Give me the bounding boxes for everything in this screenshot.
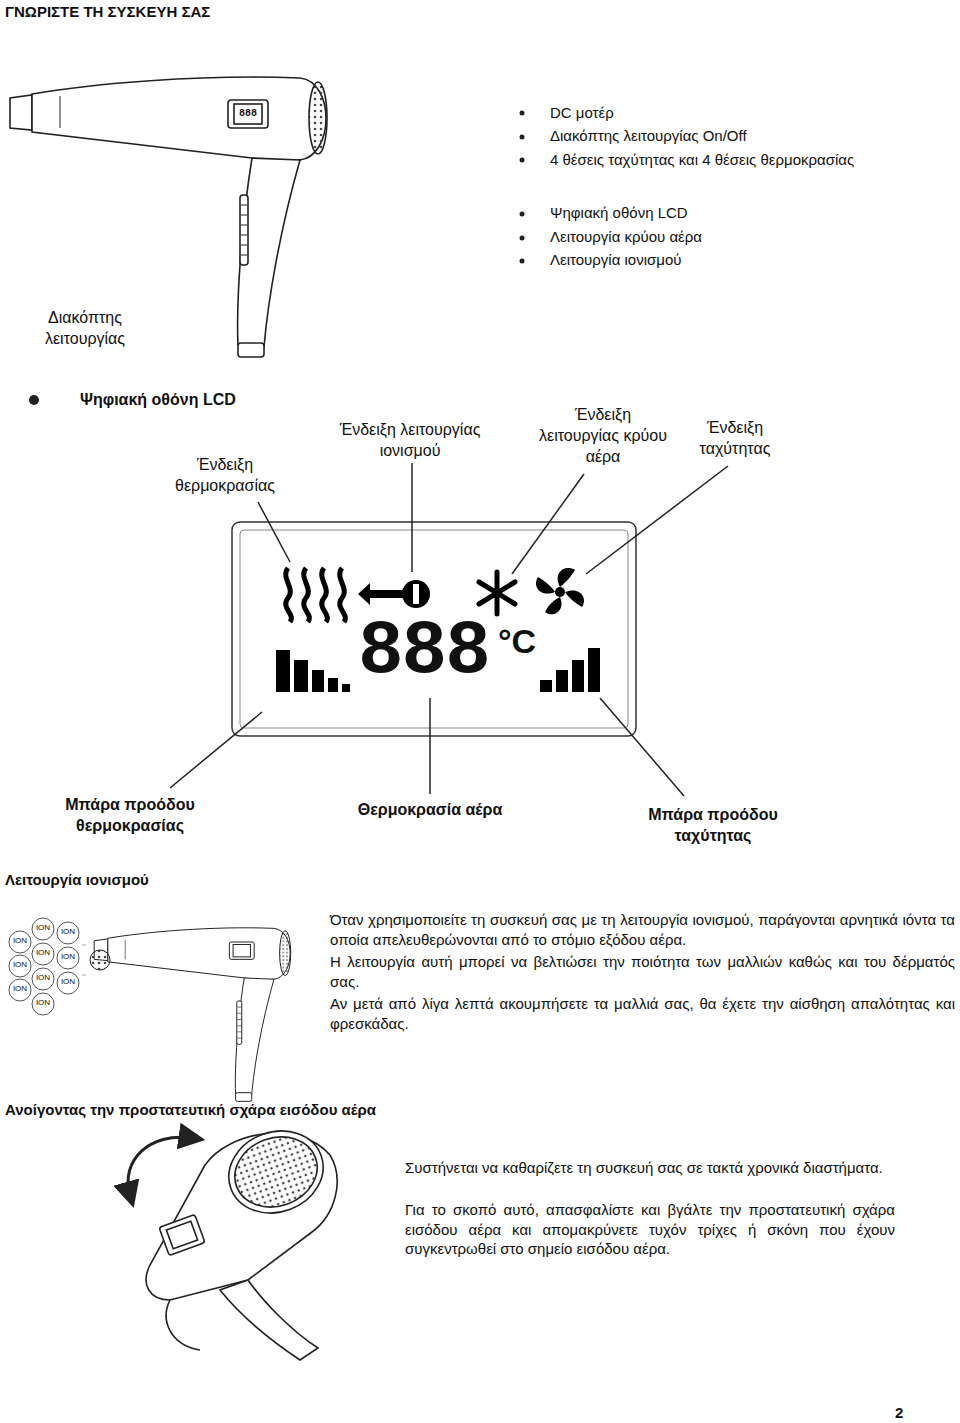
- feature-item: Διακόπτης λειτουργίας On/Off: [550, 126, 930, 146]
- hair-dryer-back: [146, 1118, 337, 1360]
- page-number: 2: [895, 1403, 925, 1423]
- ion-badge: ION: [6, 984, 34, 994]
- leader-lines: [170, 463, 728, 796]
- ion-badge: ION: [54, 952, 82, 962]
- lcd-digits: 888: [358, 614, 498, 690]
- callout-label: Θερμοκρασία αέρα: [350, 800, 510, 821]
- lcd-display: [232, 522, 636, 736]
- section-heading: Ανοίγοντας την προστατευτική σχάρα εισόδ…: [5, 1100, 605, 1120]
- body-text: Όταν χρησιμοποιείτε τη συσκευή σας με τη…: [330, 910, 955, 949]
- feature-item: Λειτουργία ιονισμού: [550, 250, 930, 270]
- bullet-dots: [29, 111, 525, 406]
- callout-label: Ένδειξη λειτουργίας κρύου αέρα: [538, 405, 668, 467]
- callout-label: Μπάρα προόδου θερμοκρασίας: [30, 795, 230, 837]
- feature-item: 4 θέσεις ταχύτητας και 4 θέσεις θερμοκρα…: [550, 150, 885, 170]
- ion-badge: ION: [29, 998, 57, 1008]
- body-text: Για το σκοπό αυτό, απασφαλίστε και βγάλτ…: [405, 1200, 895, 1259]
- ion-badge: ION: [54, 977, 82, 987]
- feature-item: Ψηφιακή οθόνη LCD: [550, 203, 930, 223]
- lcd-digits: 888: [234, 107, 262, 120]
- body-text: Η λειτουργία αυτή μπορεί να βελτιώσει τη…: [330, 952, 955, 991]
- callout-label: Ένδειξη θερμοκρασίας: [160, 455, 290, 497]
- lcd-unit: °C: [498, 624, 548, 658]
- feature-item: DC μοτέρ: [550, 103, 930, 123]
- ion-badge: ION: [54, 927, 82, 937]
- body-text: Συστήνεται να καθαρίζετε τη συσκευή σας …: [405, 1158, 895, 1178]
- callout-label: Μπάρα προόδου ταχύτητας: [613, 805, 813, 847]
- page-title: ΓΝΩΡΙΣΤΕ ΤΗ ΣΥΣΚΕΥΗ ΣΑΣ: [5, 2, 210, 22]
- callout-label: Ένδειξη λειτουργίας ιονισμού: [310, 420, 510, 462]
- nozzle-grille: [90, 950, 110, 970]
- callout-label: Ένδειξη ταχύτητας: [675, 418, 795, 460]
- body-text: Αν μετά από λίγα λεπτά ακουμπήσετε τα μα…: [330, 994, 955, 1033]
- ion-badge: ION: [6, 936, 34, 946]
- feature-item: Λειτουργία κρύου αέρα: [550, 227, 930, 247]
- section-heading: Λειτουργία ιονισμού: [5, 870, 405, 890]
- ion-badge: ION: [29, 948, 57, 958]
- ion-badge: ION: [29, 973, 57, 983]
- hair-dryer: [94, 928, 291, 1102]
- air-flow: [82, 945, 86, 975]
- rotate-arrow: [128, 1137, 192, 1195]
- section-label: Ψηφιακή οθόνη LCD: [80, 390, 380, 411]
- ion-badge: ION: [29, 923, 57, 933]
- hair-dryer: [10, 77, 327, 357]
- ion-badge: ION: [6, 960, 34, 970]
- part-label: Διακόπτης λειτουργίας: [15, 308, 155, 350]
